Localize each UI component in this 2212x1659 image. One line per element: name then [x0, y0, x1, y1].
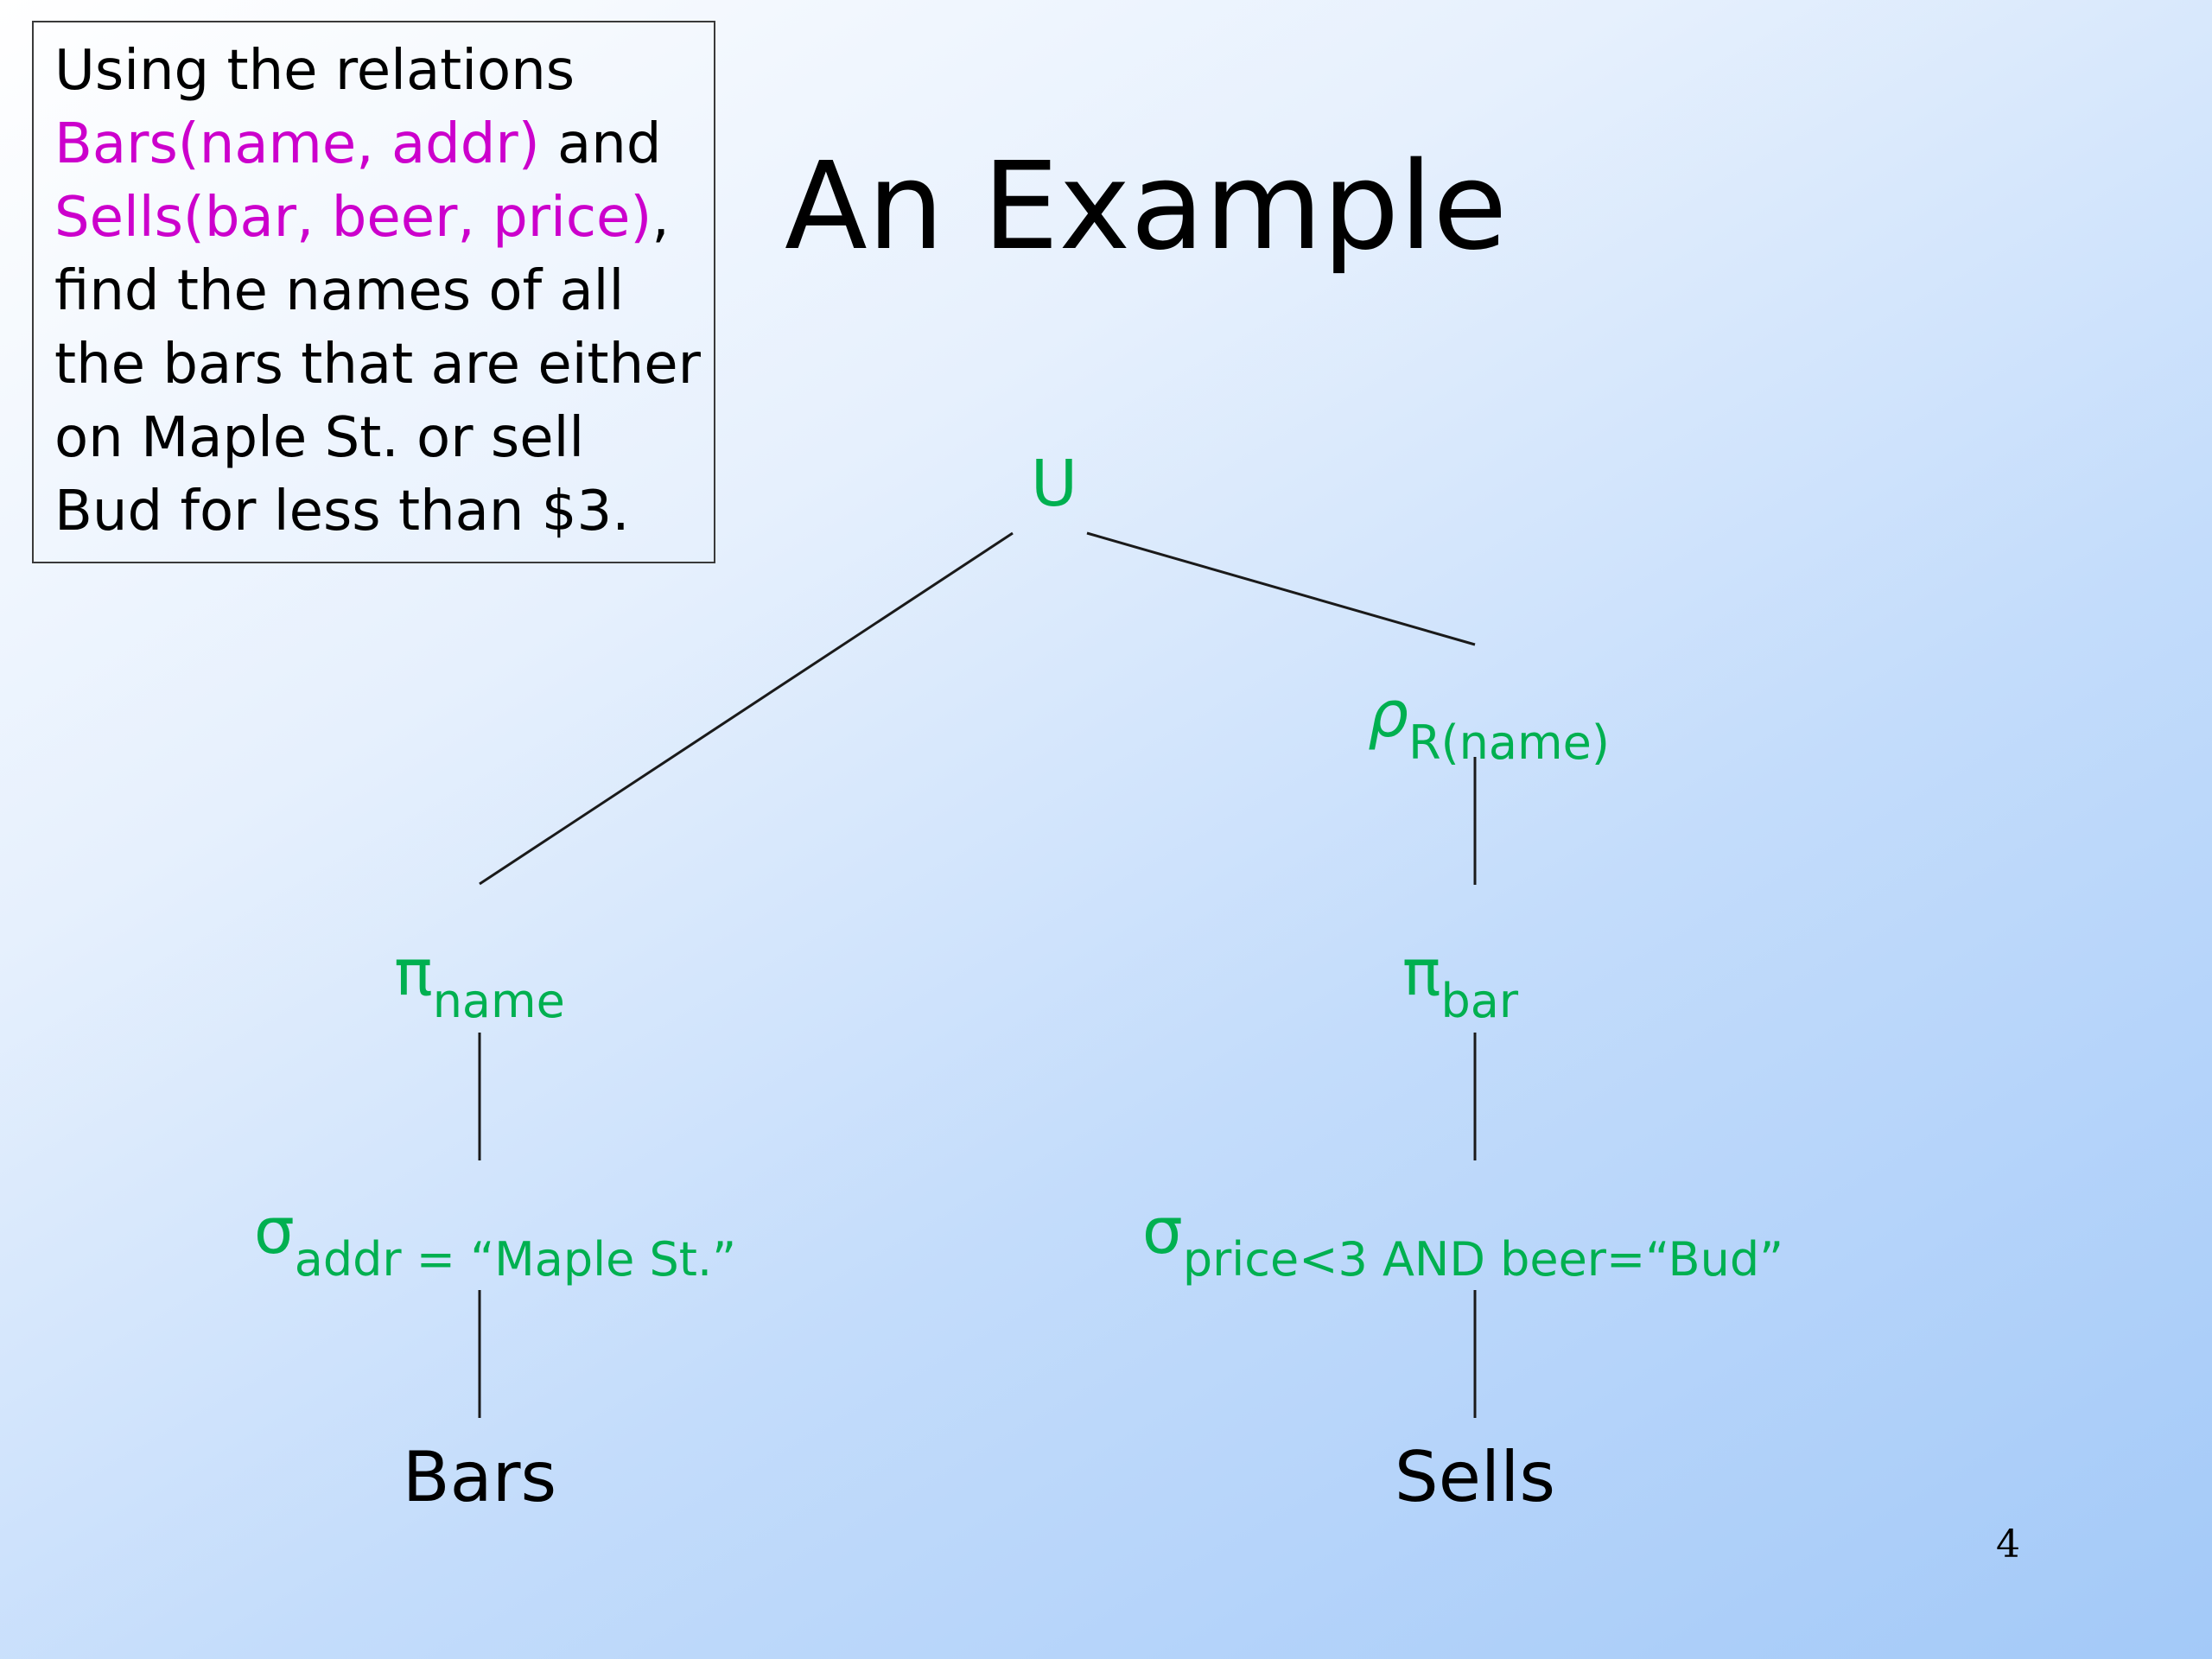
problem-line-4: find the names of all	[54, 259, 625, 323]
slide-title: An Example	[785, 137, 1508, 277]
problem-line-5: the bars that are either	[54, 333, 701, 397]
problem-statement-box: Using the relations Bars(name, addr) and…	[32, 21, 715, 563]
project-name-operator: πname	[394, 934, 565, 1028]
problem-line-7: Bud for less than $3.	[54, 480, 630, 543]
problem-line-3: Sells(bar, beer, price),	[54, 181, 714, 255]
sigma-symbol: σ	[253, 1194, 295, 1268]
project-bar-subscript: bar	[1440, 974, 1519, 1028]
pi-symbol: π	[1402, 936, 1441, 1010]
sigma-symbol: σ	[1141, 1194, 1183, 1268]
problem-line-1: Using the relations	[54, 39, 575, 103]
rename-operator: ρR(name)	[1368, 676, 1610, 770]
select-price-operator: σprice<3 AND beer=“Bud”	[1141, 1192, 1783, 1287]
project-name-subscript: name	[432, 974, 565, 1028]
sells-relation-leaf: Sells	[1394, 1437, 1556, 1517]
select-addr-subscript: addr = “Maple St.”	[294, 1232, 737, 1287]
problem-line-6: on Maple St. or sell	[54, 406, 585, 470]
project-bar-operator: πbar	[1402, 934, 1518, 1028]
bars-relation-schema: Bars(name, addr)	[54, 112, 540, 176]
problem-line-2: Bars(name, addr) and	[54, 108, 714, 181]
union-symbol: U	[1030, 447, 1078, 521]
pi-symbol: π	[394, 936, 433, 1010]
sells-relation-schema: Sells(bar, beer, price)	[54, 186, 652, 250]
edge-union-to-project-name	[479, 531, 1014, 886]
comma: ,	[652, 186, 670, 250]
union-operator: U	[1031, 445, 1077, 523]
select-addr-operator: σaddr = “Maple St.”	[253, 1192, 736, 1287]
edge-union-to-rename	[1086, 531, 1476, 646]
and-word: and	[539, 112, 662, 176]
rename-subscript: R(name)	[1408, 715, 1610, 770]
select-price-subscript: price<3 AND beer=“Bud”	[1182, 1232, 1784, 1287]
bars-relation-leaf: Bars	[402, 1437, 557, 1517]
page-number: 4	[1996, 1522, 2020, 1567]
rho-symbol: ρ	[1368, 677, 1409, 752]
